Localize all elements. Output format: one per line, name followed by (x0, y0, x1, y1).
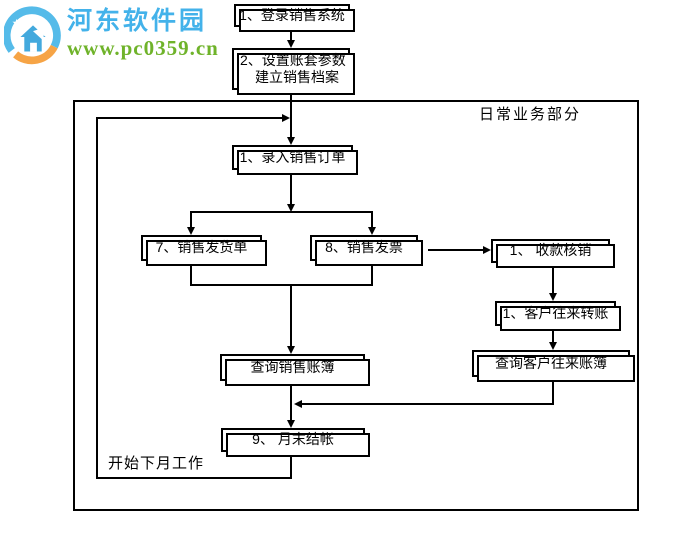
connector-invoice-merge (371, 260, 373, 286)
connector-merge-horizontal (190, 284, 373, 286)
site-logo-icon: ★ (4, 6, 61, 65)
node-login-sales-system: 1、登录销售系统 (234, 4, 355, 32)
site-watermark-text: 河东软件园 www.pc0359.cn (67, 6, 219, 66)
node-query-customer-label: 查询客户往来账簿 (495, 354, 607, 371)
connector-split-horizontal (190, 211, 373, 213)
node-month-end-closing: 9、 月末结帐 (221, 428, 370, 457)
connector-transfer-querycustomer (552, 325, 554, 342)
site-url: www.pc0359.cn (67, 36, 219, 60)
node-month-end-label: 9、 月末结帐 (252, 431, 334, 448)
connector-login-setup (290, 27, 292, 41)
connector-monthend-down (290, 451, 292, 479)
node-sales-delivery-note: 7、销售发货单 (141, 235, 267, 266)
node-enter-sales-order: 1、录入销售订单 (232, 145, 358, 175)
site-watermark: ★ 河东软件园 www.pc0359.cn (4, 6, 219, 66)
arrowhead-into-delivery (187, 227, 195, 235)
arrowhead-into-invoice (368, 227, 376, 235)
site-name: 河东软件园 (67, 7, 208, 35)
node-order-label: 1、录入销售订单 (239, 148, 346, 165)
node-transfer-label: 1、客户往来转账 (502, 304, 609, 321)
node-query-sales-ledger: 查询销售账簿 (220, 354, 370, 386)
node-delivery-label: 7、销售发货单 (155, 239, 248, 256)
connector-loop-left (96, 117, 98, 479)
connector-invoice-receipt (428, 249, 483, 251)
arrowhead-into-order (287, 137, 295, 145)
node-setup-parameters: 2、设置账套参数 建立销售档案 (232, 48, 355, 95)
arrowhead-into-receipt (483, 246, 491, 254)
arrowhead-into-monthend (287, 420, 295, 428)
node-setup-label-line2: 建立销售档案 (255, 69, 339, 85)
node-setup-label-line1: 2、设置账套参数 (240, 51, 346, 68)
node-invoice-label: 8、销售发票 (325, 239, 403, 256)
arrowhead-into-split (287, 204, 295, 212)
arrowhead-loop-rejoin (282, 114, 290, 122)
daily-business-region-label: 日常业务部分 (479, 106, 582, 123)
connector-receipt-transfer (552, 263, 554, 293)
connector-delivery-merge (190, 260, 192, 286)
node-receipt-verification: 1、 收款核销 (491, 239, 615, 268)
svg-text:★: ★ (12, 17, 22, 29)
next-month-loop-label: 开始下月工作 (108, 455, 205, 472)
connector-querycustomer-join (302, 403, 554, 405)
node-sales-invoice: 8、销售发票 (310, 235, 423, 266)
connector-split-delivery (190, 213, 192, 227)
connector-order-split (290, 169, 292, 205)
arrowhead-into-setup (287, 40, 295, 48)
arrowhead-into-transfer (549, 293, 557, 301)
node-receipt-label: 1、 收款核销 (509, 242, 592, 259)
daily-business-region-border (73, 100, 639, 511)
node-query-customer-ledger: 查询客户往来账簿 (472, 350, 635, 382)
arrowhead-into-querycustomer (549, 342, 557, 350)
arrowhead-join-mainline (294, 400, 302, 408)
node-customer-transfer: 1、客户往来转账 (495, 301, 621, 331)
connector-merge-querysales (290, 285, 292, 346)
connector-querycustomer-down (552, 377, 554, 405)
connector-split-invoice (371, 213, 373, 227)
arrowhead-into-querysales (287, 346, 295, 354)
node-query-sales-label: 查询销售账簿 (250, 358, 335, 375)
connector-loop-bottom (97, 477, 292, 479)
connector-loop-top (97, 117, 282, 119)
connector-querysales-monthend (290, 381, 292, 420)
node-login-label: 1、登录销售系统 (239, 6, 345, 23)
connector-setup-order (290, 89, 292, 138)
